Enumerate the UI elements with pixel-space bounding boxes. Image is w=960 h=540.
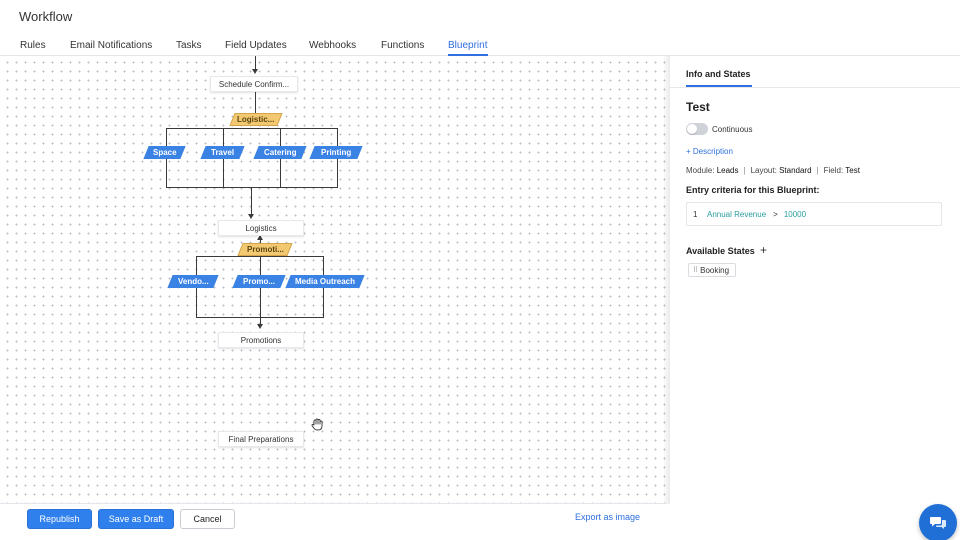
transition-promotion[interactable]: Promoti... (237, 243, 293, 256)
transition-label: Promo... (242, 277, 275, 286)
tab-functions[interactable]: Functions (381, 40, 425, 51)
continuous-label: Continuous (712, 125, 753, 134)
transition-travel[interactable]: Travel (200, 146, 245, 159)
layout-value: Standard (779, 166, 812, 175)
page-title: Workflow (19, 9, 73, 24)
state-schedule-confirm[interactable]: Schedule Confirm... (210, 76, 298, 92)
tab-info-and-states[interactable]: Info and States (686, 69, 751, 79)
transition-label: Media Outreach (294, 277, 355, 286)
criteria-value[interactable]: 10000 (783, 209, 807, 219)
state-promotions[interactable]: Promotions (218, 332, 304, 348)
tab-webhooks[interactable]: Webhooks (309, 40, 357, 51)
criteria-title: Entry criteria for this Blueprint: (686, 185, 820, 195)
transition-label: Printing (320, 148, 352, 157)
criteria-index: 1 (693, 209, 698, 219)
tab-blueprint[interactable]: Blueprint (448, 40, 488, 51)
header: Workflow Rules Email Notifications Tasks… (0, 0, 960, 56)
connector-line (255, 56, 256, 70)
toggle-knob (687, 124, 697, 134)
connector-arrow (257, 324, 263, 329)
transition-promo[interactable]: Promo... (232, 275, 286, 288)
blueprint-meta: Module: Leads|Layout: Standard|Field: Te… (686, 166, 860, 175)
connector-arrow (252, 69, 258, 74)
transition-label: Promoti... (246, 245, 284, 254)
field-value: Test (845, 166, 860, 175)
blueprint-canvas[interactable]: Schedule Confirm... Logistics Promotions… (0, 56, 667, 504)
tab-email-notifications[interactable]: Email Notifications (70, 40, 153, 51)
connector-line (166, 128, 337, 129)
republish-button[interactable]: Republish (27, 509, 92, 529)
plus-icon[interactable]: + (760, 243, 768, 257)
footer-bar: Republish Save as Draft Cancel Export as… (0, 503, 667, 540)
transition-logistics[interactable]: Logistic... (229, 113, 283, 126)
tab-rules[interactable]: Rules (20, 40, 46, 51)
state-final-preparations[interactable]: Final Preparations (218, 431, 304, 447)
transition-label: Travel (210, 148, 235, 157)
transition-space[interactable]: Space (143, 146, 186, 159)
available-state-booking[interactable]: ⠿ Booking (688, 263, 737, 277)
transition-label: Logistic... (237, 115, 275, 124)
transition-label: Catering (263, 148, 297, 157)
blueprint-name: Test (686, 100, 710, 114)
field-label: Field: (823, 166, 844, 175)
save-as-draft-button[interactable]: Save as Draft (98, 509, 174, 529)
transition-media-outreach[interactable]: Media Outreach (285, 275, 365, 288)
tab-tasks[interactable]: Tasks (176, 40, 202, 51)
info-panel: Info and States Test Continuous + Descri… (670, 56, 960, 540)
state-chip-label: Booking (700, 265, 730, 275)
available-states-title: Available States (686, 246, 755, 256)
criteria-field[interactable]: Annual Revenue (707, 209, 767, 219)
connector-arrow (248, 214, 254, 219)
transition-label: Space (152, 148, 177, 157)
connector-line (255, 92, 256, 114)
layout-label: Layout: (750, 166, 777, 175)
transition-catering[interactable]: Catering (253, 146, 307, 159)
connector-line (260, 256, 261, 327)
connector-line (260, 236, 261, 244)
continuous-toggle[interactable] (686, 123, 708, 135)
criteria-row: 1 Annual Revenue > 10000 (686, 202, 942, 226)
add-description-link[interactable]: + Description (686, 147, 733, 156)
divider (670, 87, 960, 88)
cancel-button[interactable]: Cancel (180, 509, 235, 529)
connector-arrow (257, 235, 263, 240)
module-value: Leads (716, 166, 739, 175)
active-tab-indicator (686, 85, 752, 87)
export-as-image-link[interactable]: Export as image (575, 512, 641, 522)
active-tab-indicator (448, 54, 488, 56)
canvas-divider (664, 56, 670, 504)
connector-line (251, 187, 252, 217)
transition-printing[interactable]: Printing (309, 146, 363, 159)
transition-vendor[interactable]: Vendo... (167, 275, 219, 288)
transition-label: Vendo... (177, 277, 209, 286)
state-logistics[interactable]: Logistics (218, 220, 304, 236)
criteria-operator: > (773, 209, 778, 219)
tab-field-updates[interactable]: Field Updates (225, 40, 287, 51)
hand-cursor-icon (311, 418, 323, 431)
drag-grip-icon: ⠿ (693, 267, 699, 274)
chat-button[interactable] (919, 504, 957, 540)
module-label: Module: (686, 166, 715, 175)
chat-bubble-icon (930, 517, 946, 529)
